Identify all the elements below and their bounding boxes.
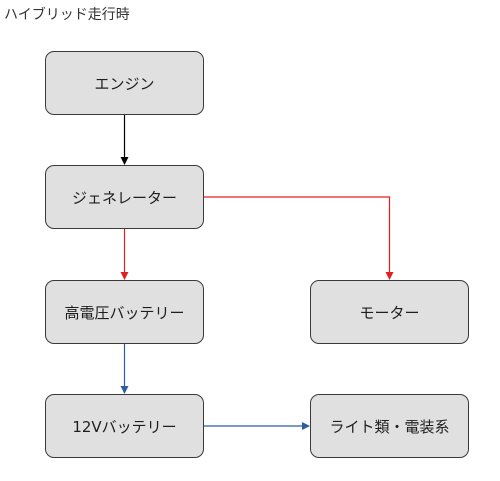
node-12v-battery: 12Vバッテリー	[45, 394, 204, 458]
node-motor: モーター	[310, 280, 469, 344]
node-generator: ジェネレーター	[45, 165, 204, 229]
node-high-voltage-battery: 高電圧バッテリー	[45, 280, 204, 344]
node-engine: エンジン	[45, 51, 204, 115]
diagram-title: ハイブリッド走行時	[4, 7, 130, 23]
arrow-generator-to-motor	[204, 196, 394, 280]
node-lights-electrical: ライト類・電装系	[310, 394, 469, 458]
